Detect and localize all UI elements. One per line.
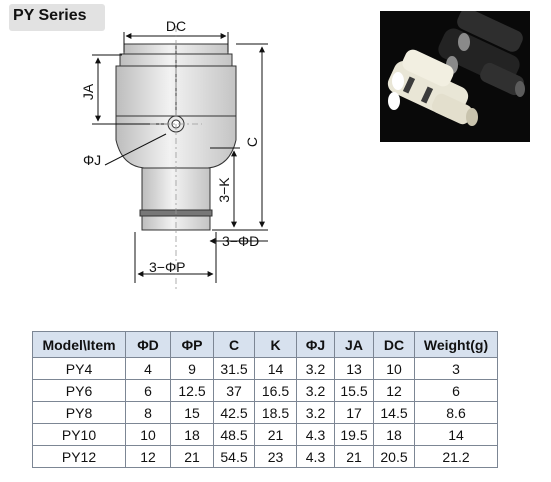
cell-phi-d: 12 [125,445,171,468]
cell-ja: 21 [334,445,374,468]
header-weight: Weight(g) [414,331,498,358]
cell-model: PY6 [32,379,126,402]
cell-phi-d: 10 [125,423,171,446]
cell-weight: 14 [414,423,498,446]
k-label: 3−K [216,177,232,203]
dc-label: DC [166,18,186,34]
table-row: PY10 10 18 48.5 21 4.3 19.5 18 14 [32,423,498,446]
cell-phi-p: 9 [170,357,214,380]
header-phi-p: ΦP [170,331,214,358]
cell-k: 16.5 [254,379,297,402]
cell-dc: 12 [373,379,415,402]
ja-label: JA [80,83,96,100]
center-lines [150,26,202,290]
cell-model: PY4 [32,357,126,380]
series-tag [9,4,105,31]
cell-c: 42.5 [213,401,255,424]
table-row: PY8 8 15 42.5 18.5 3.2 17 14.5 8.6 [32,401,498,424]
cell-phi-d: 8 [125,401,171,424]
cell-weight: 8.6 [414,401,498,424]
phi-j-label: ΦJ [83,152,101,168]
cell-dc: 18 [373,423,415,446]
cell-weight: 3 [414,357,498,380]
cell-phi-j: 4.3 [296,423,335,446]
phi-p-label: 3−ΦP [149,259,185,275]
cell-dc: 14.5 [373,401,415,424]
c-label: C [244,137,260,147]
header-phi-d: ΦD [125,331,171,358]
cell-dc: 20.5 [373,445,415,468]
cell-weight: 21.2 [414,445,498,468]
cell-phi-j: 4.3 [296,445,335,468]
technical-drawing: DC JA C ΦJ 3−K 3−ΦD 3−ΦP [80,18,268,290]
cell-phi-p: 21 [170,445,214,468]
cell-phi-j: 3.2 [296,379,335,402]
cell-k: 23 [254,445,297,468]
header-dc: DC [373,331,415,358]
cell-c: 54.5 [213,445,255,468]
cell-k: 21 [254,423,297,446]
cell-ja: 19.5 [334,423,374,446]
header-phi-j: ΦJ [296,331,335,358]
table-row: PY6 6 12.5 37 16.5 3.2 15.5 12 6 [32,379,498,402]
cell-phi-j: 3.2 [296,357,335,380]
cell-c: 48.5 [213,423,255,446]
cell-c: 37 [213,379,255,402]
cell-phi-p: 15 [170,401,214,424]
cell-ja: 13 [334,357,374,380]
table-row: PY4 4 9 31.5 14 3.2 13 10 3 [32,357,498,380]
cell-phi-p: 12.5 [170,379,214,402]
cell-phi-d: 4 [125,357,171,380]
cell-weight: 6 [414,379,498,402]
cell-ja: 15.5 [334,379,374,402]
cell-phi-j: 3.2 [296,401,335,424]
header-ja: JA [334,331,374,358]
cell-phi-d: 6 [125,379,171,402]
cell-k: 18.5 [254,401,297,424]
cell-dc: 10 [373,357,415,380]
table-row: PY12 12 21 54.5 23 4.3 21 20.5 21.2 [32,445,498,468]
product-photo-image [387,8,525,126]
black-fitting [438,8,525,97]
series-title: PY Series [13,7,87,24]
phi-d-label: 3−ΦD [222,233,259,249]
dimension-lines [92,32,268,283]
header-c: C [213,331,255,358]
header-k: K [254,331,297,358]
cell-c: 31.5 [213,357,255,380]
product-photo [380,8,530,142]
cell-k: 14 [254,357,297,380]
cell-ja: 17 [334,401,374,424]
spec-header-row: Model\Item ΦD ΦP C K ΦJ JA DC Weight(g) [32,331,498,358]
spec-table: Model\Item ΦD ΦP C K ΦJ JA DC Weight(g) … [32,331,498,468]
header-model: Model\Item [32,331,126,358]
cell-phi-p: 18 [170,423,214,446]
cell-model: PY10 [32,423,126,446]
cell-model: PY12 [32,445,126,468]
cell-model: PY8 [32,401,126,424]
white-fitting [387,49,478,126]
